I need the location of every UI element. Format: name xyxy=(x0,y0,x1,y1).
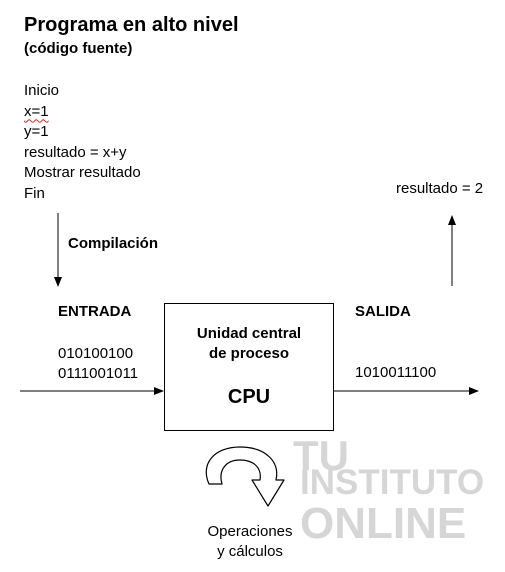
spellcheck-x: x=1 xyxy=(24,102,49,120)
watermark-text-online: ONLINE xyxy=(300,499,466,548)
processing-cycle-arrow xyxy=(205,446,285,507)
cpu-box: Unidad central de proceso CPU xyxy=(164,303,334,431)
code-line-inicio: Inicio xyxy=(24,82,60,99)
cpu-description: Unidad central de proceso xyxy=(165,324,333,364)
code-line-y: y=1 xyxy=(24,123,49,140)
diagram-subtitle: (código fuente) xyxy=(24,40,133,57)
output-binary: 1010011100 xyxy=(355,364,437,381)
input-binary-line-2: 0111001011 xyxy=(58,365,139,382)
result-label: resultado = 2 xyxy=(396,180,484,197)
cpu-description-line-2: de proceso xyxy=(208,345,290,362)
cpu-name: CPU xyxy=(227,386,271,408)
diagram-title: Programa en alto nivel xyxy=(24,14,239,36)
watermark-text-tu: TU xyxy=(293,432,349,479)
code-line-x: x=1 xyxy=(24,102,141,123)
input-label: ENTRADA xyxy=(58,303,132,320)
cpu-description-line-1: Unidad central xyxy=(196,325,302,342)
operations-label: Operaciones y cálculos xyxy=(150,522,350,562)
input-binary-line-1: 010100100 xyxy=(58,345,134,362)
code-line-mostrar: Mostrar resultado xyxy=(24,164,141,181)
operations-line-2: y cálculos xyxy=(217,543,283,560)
input-binary-block: 010100100 0111001011 xyxy=(58,344,138,384)
watermark-text-instituto: INSTITUTO xyxy=(300,463,484,502)
source-code-block: Inicio x=1 y=1 resultado = x+y Mostrar r… xyxy=(24,81,141,204)
compilation-label: Compilación xyxy=(68,235,159,252)
output-label: SALIDA xyxy=(355,303,411,320)
code-line-resultado: resultado = x+y xyxy=(24,143,127,161)
code-line-fin: Fin xyxy=(24,184,45,202)
operations-line-1: Operaciones xyxy=(207,523,293,540)
